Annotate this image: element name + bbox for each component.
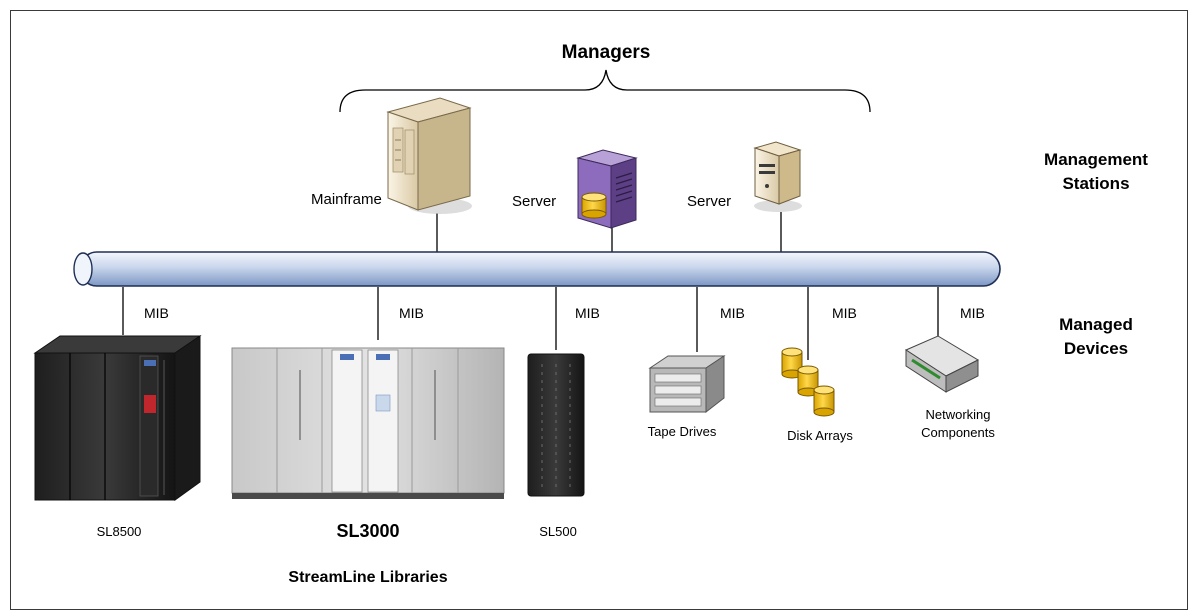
mib-label: MIB xyxy=(575,305,600,321)
database-cylinder-icon xyxy=(581,192,607,219)
tape-drives-label: Tape Drives xyxy=(647,424,717,439)
networking-components-label: Networking Components xyxy=(921,407,995,440)
tape-drive-icon xyxy=(648,355,726,414)
mainframe-icon xyxy=(386,97,472,214)
managed-devices-label: Managed Devices xyxy=(1059,315,1133,358)
mainframe-label: Mainframe xyxy=(311,191,382,208)
beige-server-icon xyxy=(753,141,802,212)
mib-label: MIB xyxy=(399,305,424,321)
management-stations-label: Management Stations xyxy=(1044,150,1148,193)
sl8500-label: SL8500 xyxy=(96,524,142,539)
network-bus xyxy=(73,251,1001,287)
server-label: Server xyxy=(687,193,732,210)
streamline-libraries-label: StreamLine Libraries xyxy=(288,569,448,586)
server-label: Server xyxy=(512,193,557,210)
sl500-library-icon xyxy=(527,353,585,497)
mib-label: MIB xyxy=(960,305,985,321)
diagram-frame xyxy=(10,10,1188,610)
sl8500-library-icon xyxy=(33,335,202,501)
sl3000-label: SL3000 xyxy=(336,521,400,541)
sl500-label: SL500 xyxy=(539,524,577,539)
disk-arrays-label: Disk Arrays xyxy=(787,428,853,443)
network-switch-icon xyxy=(904,335,980,393)
sl3000-library-icon xyxy=(231,347,505,499)
mib-label: MIB xyxy=(144,305,169,321)
managers-label: Managers xyxy=(561,42,651,63)
disk-array-icon xyxy=(781,347,835,417)
mib-label: MIB xyxy=(720,305,745,321)
managers-brace xyxy=(339,69,871,113)
mib-label: MIB xyxy=(832,305,857,321)
